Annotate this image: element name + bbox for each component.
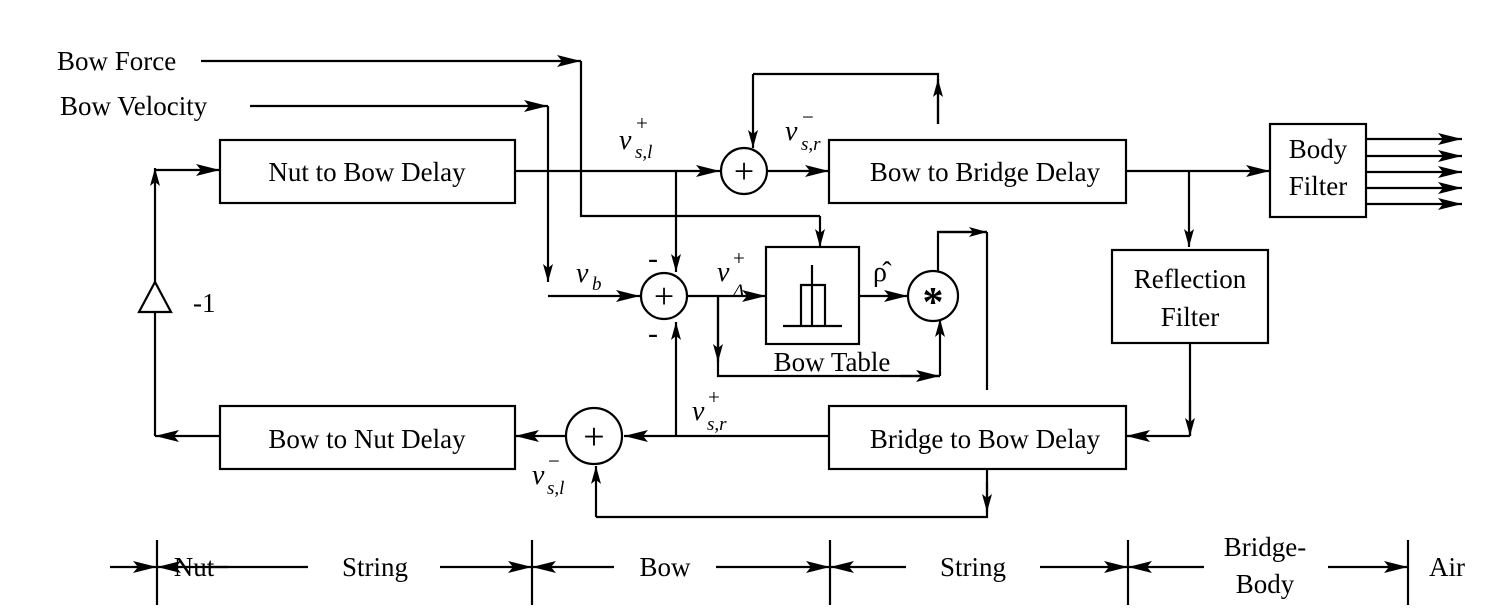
svg-text:v: v bbox=[532, 460, 545, 491]
signal-rho-hat: ρ̂ bbox=[873, 257, 892, 288]
svg-text:−: − bbox=[548, 449, 560, 473]
bow-table-label: Bow Table bbox=[774, 347, 891, 377]
svg-text:s,r: s,r bbox=[801, 134, 821, 155]
multiply-symbol: * bbox=[923, 280, 944, 326]
nut-to-bow-delay-block bbox=[218, 138, 517, 205]
body-filter-label-line1: Body bbox=[1289, 134, 1348, 164]
signal-v-sr-plus: v + s,r bbox=[692, 385, 727, 435]
reflection-filter-block bbox=[1110, 248, 1270, 345]
bridge-to-bow-delay-block bbox=[827, 404, 1128, 471]
region-nut-label: Nut bbox=[174, 552, 215, 582]
bottom-minus-sign: - bbox=[648, 317, 658, 350]
region-string-right-label: String bbox=[940, 552, 1006, 582]
svg-text:+: + bbox=[636, 111, 648, 135]
svg-text:+: + bbox=[733, 246, 745, 270]
svg-text:v: v bbox=[717, 257, 730, 288]
gain-triangle bbox=[137, 279, 173, 314]
bottom-feedback-line bbox=[596, 482, 989, 519]
nut-to-bow-delay-label: Nut to Bow Delay bbox=[268, 157, 466, 187]
multiply-junction bbox=[906, 269, 960, 323]
region-string-left-label: String bbox=[342, 552, 408, 582]
top-sum-symbol: + bbox=[734, 151, 754, 191]
body-filter-output-arrows bbox=[1366, 133, 1462, 210]
svg-text:s,l: s,l bbox=[547, 478, 564, 499]
svg-text:−: − bbox=[802, 105, 814, 129]
middle-sum-symbol: + bbox=[654, 276, 674, 316]
bridge-to-bow-delay-label: Bridge to Bow Delay bbox=[870, 424, 1101, 454]
svg-text:+: + bbox=[708, 385, 720, 409]
signal-v-sl-plus: v + s,l bbox=[619, 111, 652, 163]
svg-text:v: v bbox=[692, 396, 705, 427]
bow-force-label: Bow Force bbox=[57, 46, 176, 76]
region-bow-label: Bow bbox=[639, 552, 691, 582]
svg-text:s,r: s,r bbox=[707, 414, 727, 435]
top-minus-sign: - bbox=[648, 242, 658, 275]
reflection-filter-label-line2: Filter bbox=[1161, 302, 1220, 332]
bottom-sum-symbol: + bbox=[583, 416, 604, 458]
signal-v-sr-minus: v − s,r bbox=[785, 105, 821, 155]
bow-velocity-label: Bow Velocity bbox=[60, 91, 208, 121]
bow-to-bridge-delay-label: Bow to Bridge Delay bbox=[870, 157, 1101, 187]
region-bridge-body-label-line2: Body bbox=[1236, 569, 1295, 599]
reflection-filter-label-line1: Reflection bbox=[1134, 264, 1247, 294]
gain-label: -1 bbox=[193, 288, 216, 318]
signal-v-sl-minus: v − s,l bbox=[532, 449, 564, 499]
svg-text:b: b bbox=[592, 274, 602, 295]
svg-text:Δ: Δ bbox=[732, 281, 744, 302]
region-ruler bbox=[110, 540, 1410, 605]
bow-to-nut-delay-label: Bow to Nut Delay bbox=[268, 424, 466, 454]
signal-v-delta-plus: v + Δ bbox=[717, 246, 745, 302]
svg-text:v: v bbox=[785, 116, 798, 147]
signal-v-b: v b bbox=[576, 258, 602, 295]
body-filter-label-line2: Filter bbox=[1289, 171, 1348, 201]
region-bridge-body-label-line1: Bridge- bbox=[1224, 532, 1306, 562]
bow-force-line bbox=[579, 61, 820, 218]
body-filter-block bbox=[1268, 122, 1368, 219]
bow-table-graph-icon bbox=[783, 265, 842, 328]
svg-text:v: v bbox=[576, 258, 589, 289]
svg-text:v: v bbox=[619, 125, 632, 156]
svg-text:s,l: s,l bbox=[635, 142, 652, 163]
region-air-label: Air bbox=[1429, 552, 1465, 582]
top-feedback-line bbox=[753, 72, 940, 124]
multiply-output-line bbox=[936, 230, 987, 271]
bow-to-nut-delay-block bbox=[218, 404, 517, 471]
